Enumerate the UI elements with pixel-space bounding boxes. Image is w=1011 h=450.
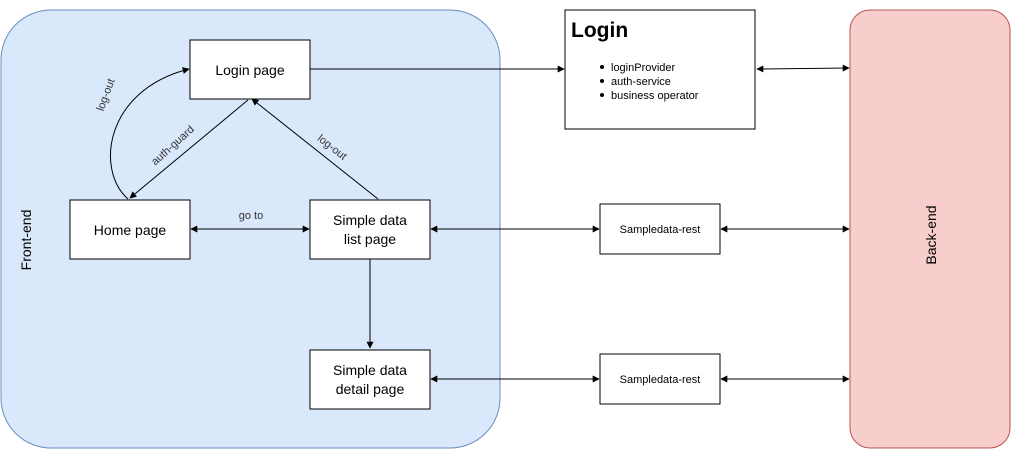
node-login-page[interactable]: Login page <box>189 39 311 100</box>
node-list-page[interactable]: Simple data list page <box>309 199 431 260</box>
list-bullet <box>600 79 604 83</box>
node-detail-page[interactable]: Simple data detail page <box>309 349 431 410</box>
node-list-page-line2: list page <box>344 231 396 247</box>
frontend-label: Front-end <box>18 210 34 271</box>
backend-region <box>849 9 1011 449</box>
node-login-page-label: Login page <box>215 62 285 78</box>
login-panel-item: auth-service <box>611 76 671 88</box>
login-panel-list: loginProvider auth-service business oper… <box>600 62 699 102</box>
node-detail-page-line2: detail page <box>336 381 405 397</box>
node-home-page-label: Home page <box>94 222 167 238</box>
edge-auth-guard <box>129 99 249 199</box>
edges <box>109 64 850 383</box>
backend-label: Back-end <box>923 205 939 264</box>
edge-login-panel-backend <box>756 64 850 73</box>
node-sampledata-rest-2[interactable]: Sampledata-rest <box>599 353 721 405</box>
login-panel[interactable]: Login loginProvider auth-service busines… <box>564 9 756 130</box>
login-panel-title: Login <box>571 19 628 42</box>
list-bullet <box>600 65 604 69</box>
edge-list-logout-login <box>251 98 379 200</box>
login-panel-item: loginProvider <box>611 62 676 74</box>
list-bullet <box>600 93 604 97</box>
edge-home-logout-login <box>109 67 190 200</box>
node-home-page[interactable]: Home page <box>69 199 191 260</box>
node-list-page-line1: Simple data <box>333 212 407 228</box>
node-sampledata-rest-1[interactable]: Sampledata-rest <box>599 203 721 255</box>
edge-label-go-to: go to <box>239 210 263 222</box>
node-sampledata-rest-1-label: Sampledata-rest <box>620 224 701 236</box>
node-detail-page-line1: Simple data <box>333 362 407 378</box>
login-panel-item: business operator <box>611 90 699 102</box>
node-sampledata-rest-2-label: Sampledata-rest <box>620 374 701 386</box>
